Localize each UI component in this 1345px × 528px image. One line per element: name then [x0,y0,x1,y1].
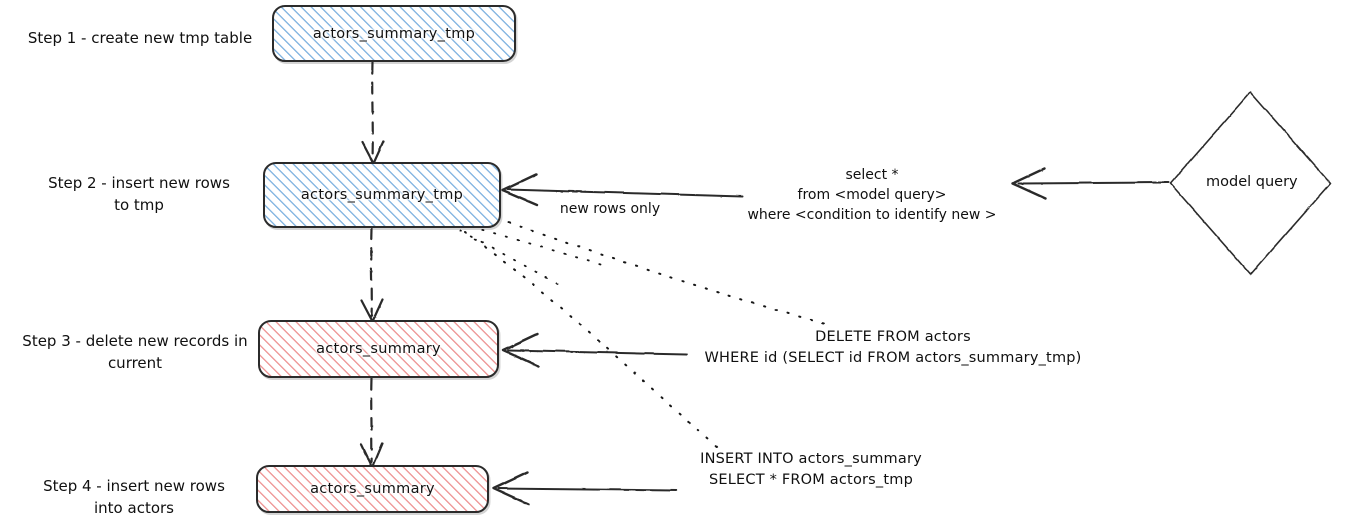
edge-modelquery-to-select [1010,166,1169,200]
node-actors-summary-step3[interactable]: actors_summary [258,320,499,378]
edge-node3-to-node4 [359,376,384,469]
node-label: actors_summary_tmp [300,187,464,203]
edge-label-insert-query: INSERT INTO actors_summary SELECT * FROM… [700,451,922,488]
step-label-4: Step 4 - insert new rows into actors [43,477,225,517]
node-actors-summary-step4[interactable]: actors_summary [256,465,489,513]
edge-delete-to-node3 [501,332,687,368]
leader-node2-to-delete [496,217,828,325]
node-actors-summary-tmp-step2[interactable]: actors_summary_tmp [263,162,501,228]
node-actors-summary-tmp-step1[interactable]: actors_summary_tmp [272,5,516,62]
step-label-2: Step 2 - insert new rows to tmp [48,174,230,214]
node-label: actors_summary [310,481,435,497]
edge-node2-to-node3 [359,226,384,323]
leader-fan-decoration [459,225,601,289]
edge-label-delete-query: DELETE FROM actors WHERE id (SELECT id F… [704,329,1082,366]
model-query-label: model query [1206,174,1298,190]
node-label: actors_summary_tmp [312,25,476,42]
edge-insert-to-node4 [491,470,677,506]
edge-label-select-query: select * from <model query> where <condi… [747,167,997,223]
node-label: actors_summary [316,341,441,357]
step-label-3: Step 3 - delete new records in current [22,332,248,372]
step-label-1: Step 1 - create new tmp table [27,29,253,47]
edge-label-new-rows-only: new rows only [559,201,661,217]
edge-node1-to-node2 [360,60,385,165]
